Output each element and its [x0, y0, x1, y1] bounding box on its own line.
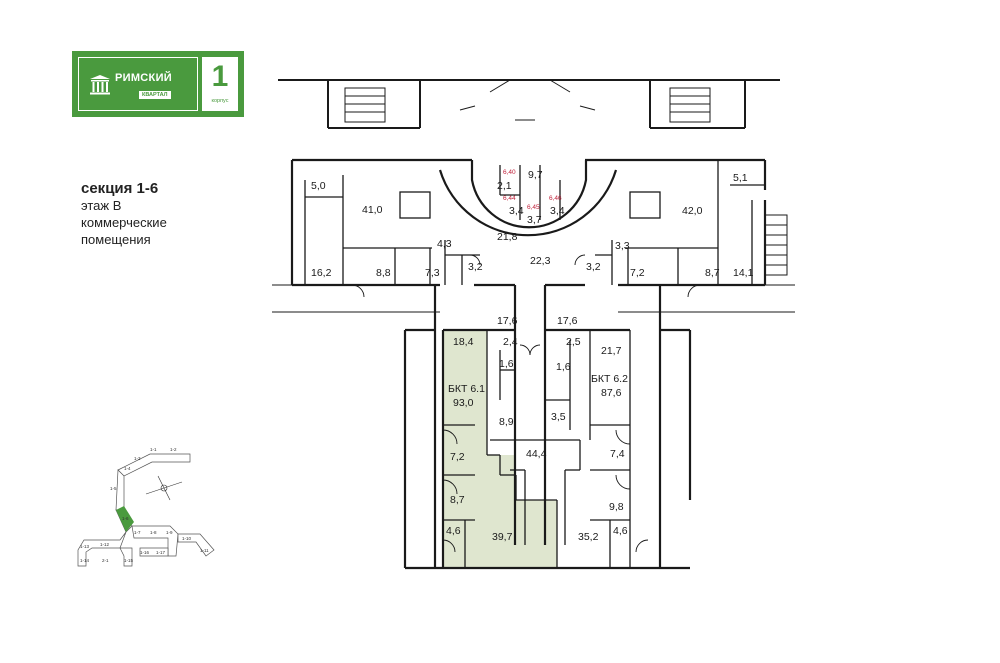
key-plan-label: 1-10	[182, 536, 192, 541]
purpose-label-2: помещения	[81, 232, 151, 247]
compass-rose-icon	[145, 475, 183, 501]
key-plan-current-section	[116, 506, 134, 532]
room-area: 8,7	[705, 267, 720, 279]
room-area: 44,4	[526, 448, 547, 460]
key-plan-label: 1-12	[100, 542, 110, 547]
key-plan-label: 1-14	[80, 558, 90, 563]
room-area: 3,2	[586, 261, 601, 273]
plan-heading: секция 1-6 этаж В коммерческие помещения	[81, 180, 167, 248]
room-area: 39,7	[492, 531, 513, 543]
room-area: 4,3	[437, 238, 452, 250]
purpose-label-1: коммерческие	[81, 215, 167, 230]
room-area: 7,4	[610, 448, 625, 460]
room-area: 1,6	[556, 361, 571, 373]
key-plan-label: 1-9	[166, 530, 173, 535]
key-plan-label: 1-6	[122, 516, 129, 521]
room-area: 4,6	[613, 525, 628, 537]
room-area: 2,5	[566, 336, 581, 348]
key-plan-label: 1-4	[124, 466, 131, 471]
room-area: 2,4	[503, 336, 518, 348]
key-plan-label: 1-2	[170, 447, 177, 452]
room-area: 7,3	[425, 267, 440, 279]
elevation-6-44: 6,44	[503, 195, 516, 202]
room-area: 3,2	[468, 261, 483, 273]
unit-6-2-area[interactable]: 87,6	[601, 387, 622, 399]
room-area: 14,1	[733, 267, 754, 279]
room-area: 2,1	[497, 180, 512, 192]
room-area: 41,0	[362, 204, 383, 216]
elevation-6-45: 6,45	[527, 204, 540, 211]
room-area: 4,6	[446, 525, 461, 537]
room-area: 1,6	[499, 358, 514, 370]
logo-subtitle: КВАРТАЛ	[139, 91, 171, 99]
logo-brand-name: РИМСКИЙ	[115, 72, 172, 84]
colonnade-icon	[90, 75, 110, 95]
logo-frame: РИМСКИЙ КВАРТАЛ	[78, 57, 198, 111]
building-number-box: 1 корпус	[202, 57, 238, 111]
key-plan-label: 2-1	[102, 558, 109, 563]
unit-6-2-name[interactable]: БКТ 6.2	[591, 373, 628, 385]
building-number: 1	[211, 60, 229, 93]
key-plan-label: 1-1	[150, 447, 157, 452]
room-area: 42,0	[682, 205, 703, 217]
floor-label: этаж В	[81, 198, 122, 213]
room-area: 3,4	[509, 205, 524, 217]
unit-6-1-highlight[interactable]	[443, 330, 557, 568]
room-area: 22,3	[530, 255, 551, 267]
unit-6-1-name[interactable]: БКТ 6.1	[448, 383, 485, 395]
room-area: 21,7	[601, 345, 622, 357]
room-area: 3,4	[550, 205, 565, 217]
room-area: 21,8	[497, 231, 518, 243]
key-plan-label: 1-13	[80, 544, 90, 549]
room-area: 9,7	[528, 169, 543, 181]
key-plan-label: 1-8	[150, 530, 157, 535]
room-area: 8,8	[376, 267, 391, 279]
room-area: 16,2	[311, 267, 332, 279]
room-area: 5,1	[733, 172, 748, 184]
room-area: 3,5	[551, 411, 566, 423]
brand-logo: РИМСКИЙ КВАРТАЛ 1 корпус	[72, 51, 244, 117]
walls	[272, 79, 795, 570]
room-area: 9,8	[609, 501, 624, 513]
room-area: 8,7	[450, 494, 465, 506]
elevation-6-46: 6,46	[549, 195, 562, 202]
elevation-6-40: 6,40	[503, 169, 516, 176]
room-area: 7,2	[450, 451, 465, 463]
room-area: 17,6	[497, 315, 518, 327]
unit-6-1-area[interactable]: 93,0	[453, 397, 474, 409]
key-plan-label: 1-3	[134, 456, 141, 461]
room-area: 18,4	[453, 336, 474, 348]
room-area: 17,6	[557, 315, 578, 327]
section-label: секция 1-6	[81, 180, 159, 197]
room-area: 3,3	[615, 240, 630, 252]
room-area: 5,0	[311, 180, 326, 192]
key-plan-label: 1-11	[200, 548, 209, 553]
key-plan-label: 1-17	[156, 550, 166, 555]
building-number-label: корпус	[211, 98, 229, 104]
key-plan-label: 1-16	[140, 550, 150, 555]
room-area: 7,2	[630, 267, 645, 279]
key-plan-label: 1-7	[134, 530, 141, 535]
key-plan-label: 1-5	[110, 486, 117, 491]
room-area: 3,7	[527, 214, 542, 226]
key-plan-label: 1-15	[124, 558, 134, 563]
room-area: 35,2	[578, 531, 599, 543]
key-plan: 1-1 1-2 1-3 1-4 1-5 1-6 1-7 1-8 1-9 1-10…	[77, 447, 215, 567]
room-area: 8,9	[499, 416, 514, 428]
